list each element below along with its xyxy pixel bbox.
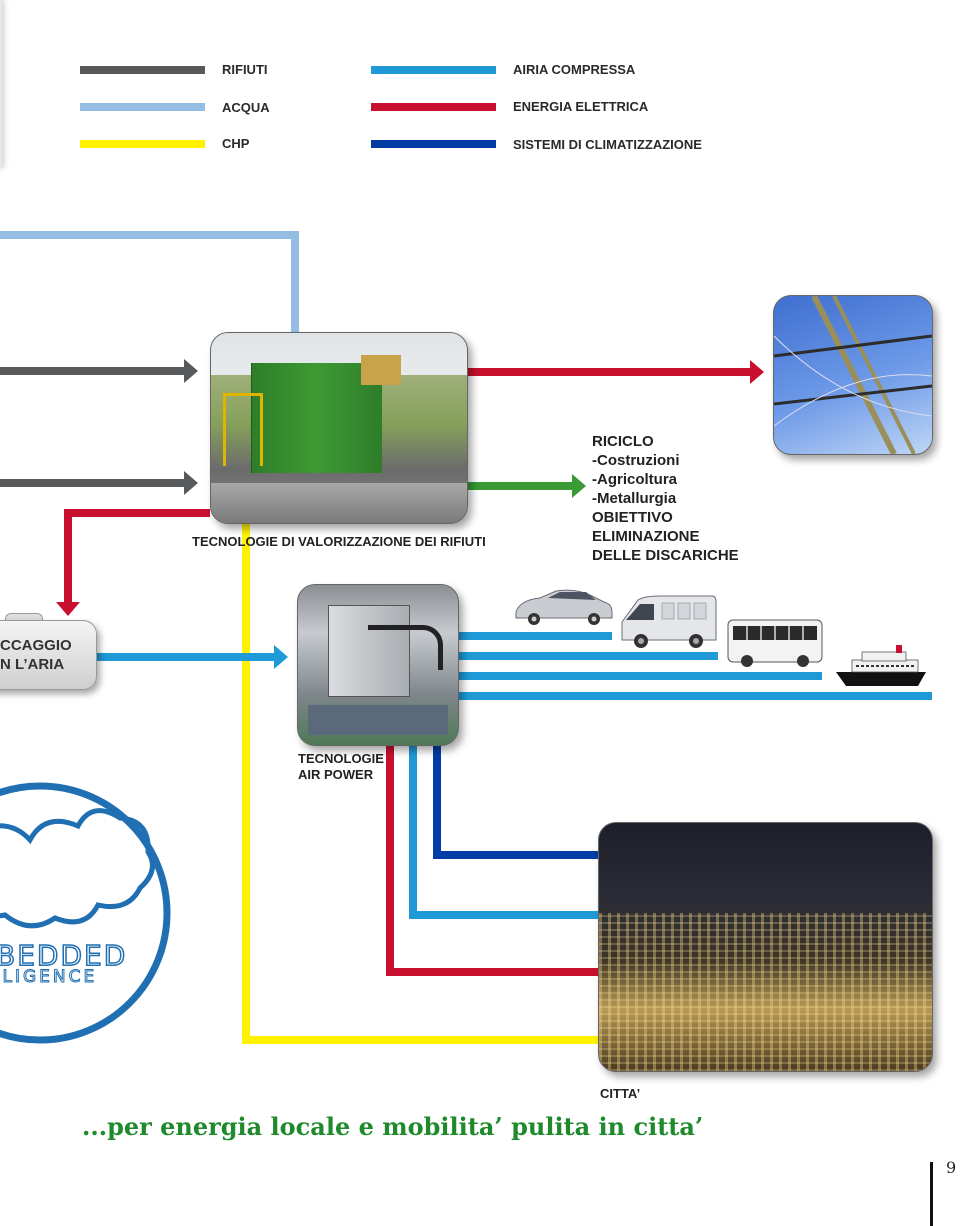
city-night-image — [598, 822, 933, 1072]
plant-roof-unit — [361, 355, 401, 385]
city-lights — [599, 913, 932, 1071]
page-number-rule — [930, 1162, 933, 1226]
recycling-line-2: -Costruzioni — [592, 452, 680, 469]
recycling-line-5: OBIETTIVO — [592, 509, 673, 526]
waste-plant-image — [210, 332, 468, 524]
power-pylon-image — [773, 295, 933, 455]
legend-label-climatizzazione: SISTEMI DI CLIMATIZZAZIONE — [513, 137, 702, 152]
legend-label-rifiuti: RIFIUTI — [222, 62, 268, 77]
air-power-label-line-1: TECNOLOGIE — [298, 751, 384, 766]
recycling-line-7: DELLE DISCARICHE — [592, 547, 739, 564]
storage-label: CCAGGIO N L’ARIA — [0, 636, 72, 674]
electric-flow-to-storage — [64, 509, 210, 604]
engine-hoses — [368, 625, 443, 670]
plant-container — [251, 363, 382, 473]
legend-line-rifiuti — [80, 66, 205, 74]
legend-label-chp: CHP — [222, 136, 250, 151]
waste-arrow-head-2 — [184, 471, 198, 495]
recycling-line-4: -Metallurgia — [592, 490, 677, 507]
plant-road — [211, 483, 467, 523]
air-power-label-line-2: AIR POWER — [298, 767, 374, 782]
electric-flow-to-city — [386, 744, 600, 976]
page-edge-tab — [0, 0, 2, 168]
legend-line-climatizzazione — [371, 140, 496, 148]
legend-label-acqua: ACQUA — [222, 100, 270, 115]
recycling-text: RICICLO -Costruzioni -Agricoltura -Metal… — [592, 432, 739, 565]
recycling-arrow-head — [572, 474, 586, 498]
legend-label-aria-compressa: AIRIA COMPRESSA — [513, 62, 636, 77]
legend-label-energia-elettrica: ENERGIA ELETTRICA — [513, 99, 649, 114]
recycling-line-3: -Agricoltura — [592, 471, 678, 488]
page-number: 9 — [946, 1158, 957, 1177]
electric-arrow-head-storage — [56, 602, 80, 616]
legend-line-energia-elettrica — [371, 103, 496, 111]
waste-arrow-head-1 — [184, 359, 198, 383]
engine-base — [308, 705, 448, 735]
legend-line-chp — [80, 140, 205, 148]
city-label: CITTA’ — [600, 1086, 641, 1101]
air-arrow-head — [274, 645, 288, 669]
plant-scaffold — [223, 393, 263, 466]
water-flow-line — [0, 231, 299, 335]
recycling-line-1: RICICLO — [592, 433, 654, 450]
legend-line-aria-compressa — [371, 66, 496, 74]
storage-label-line-1: CCAGGIO — [0, 637, 72, 654]
bus-icon — [727, 619, 823, 667]
climate-flow-line — [433, 744, 600, 859]
ship-icon — [836, 645, 926, 686]
engine-image — [297, 584, 459, 746]
storage-tank — [0, 620, 97, 690]
tagline: ...per energia locale e mobilita’ pulita… — [82, 1112, 704, 1141]
air-flow-to-city — [409, 744, 600, 919]
pylon-drawing — [774, 296, 932, 454]
chp-flow-line — [242, 520, 600, 1044]
van-icon — [621, 595, 717, 648]
storage-label-line-2: N L’ARIA — [0, 656, 65, 673]
electric-arrow-head-grid — [750, 360, 764, 384]
recycling-line-6: ELIMINAZIONE — [592, 528, 700, 545]
car-icon — [515, 589, 613, 625]
waste-tech-label: TECNOLOGIE DI VALORIZZAZIONE DEI RIFIUTI — [192, 534, 486, 549]
legend-line-acqua — [80, 103, 205, 111]
air-power-label: TECNOLOGIE AIR POWER — [298, 751, 384, 783]
